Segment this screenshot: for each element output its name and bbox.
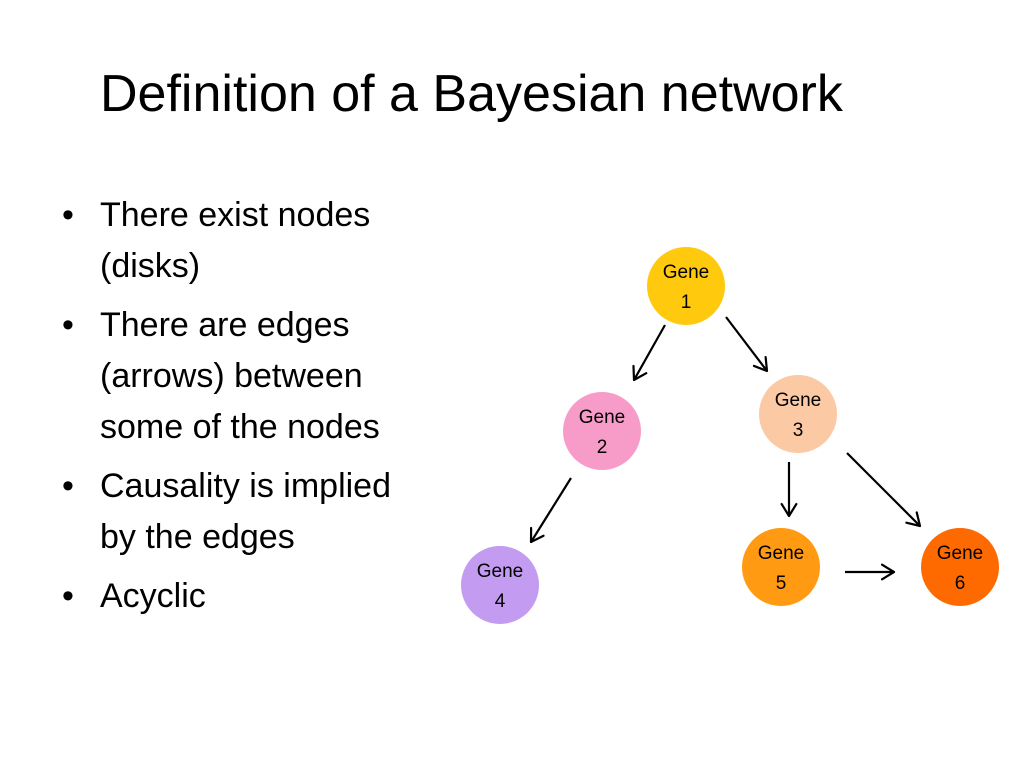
edge-gene3-gene5 — [780, 462, 798, 518]
node-disk — [647, 247, 725, 325]
edge-gene5-gene6 — [845, 563, 896, 581]
node-number: 5 — [776, 573, 787, 594]
node-disk — [921, 528, 999, 606]
node-gene4: Gene 4 — [461, 546, 539, 624]
node-disk — [563, 392, 641, 470]
node-gene1: Gene 1 — [647, 247, 725, 325]
arrowhead-icon — [632, 364, 648, 382]
node-gene3: Gene 3 — [759, 375, 837, 453]
node-gene2: Gene 2 — [563, 392, 641, 470]
slide-title: Definition of a Bayesian network — [100, 65, 843, 123]
bullet-item: • Acyclic — [62, 571, 482, 622]
node-number: 4 — [495, 591, 506, 612]
node-label: Gene — [775, 390, 821, 411]
node-number: 6 — [955, 573, 966, 594]
edge-line — [846, 452, 921, 527]
edge-gene1-gene2 — [632, 324, 666, 382]
bullet-line: There exist nodes — [100, 196, 371, 234]
node-disk — [461, 546, 539, 624]
bullet-line: Acyclic — [100, 577, 206, 615]
node-label: Gene — [663, 262, 709, 283]
bullet-dot-icon: • — [62, 196, 74, 234]
bullet-line: (arrows) between — [100, 357, 363, 395]
bullet-list: • There exist nodes (disks) • There are … — [62, 190, 482, 630]
bullet-line: Causality is implied — [100, 467, 391, 505]
arrowhead-icon — [529, 526, 545, 544]
node-number: 2 — [597, 437, 608, 458]
bullet-item: • Causality is implied by the edges — [62, 461, 482, 563]
node-gene6: Gene 6 — [921, 528, 999, 606]
edge-layer — [529, 316, 922, 581]
node-disk — [759, 375, 837, 453]
node-label: Gene — [758, 543, 804, 564]
edge-gene3-gene6 — [846, 452, 922, 528]
node-label: Gene — [477, 561, 523, 582]
bullet-item: • There exist nodes (disks) — [62, 190, 482, 292]
arrowhead-icon — [752, 355, 769, 373]
bullet-line: by the edges — [100, 518, 295, 556]
bullet-line: some of the nodes — [100, 408, 380, 446]
edge-line — [633, 324, 666, 381]
node-disk — [742, 528, 820, 606]
edge-line — [530, 477, 572, 543]
bullet-dot-icon: • — [62, 306, 74, 344]
bullet-line: There are edges — [100, 306, 350, 344]
node-gene5: Gene 5 — [742, 528, 820, 606]
bullet-dot-icon: • — [62, 577, 74, 615]
edge-gene1-gene3 — [725, 316, 769, 373]
arrowhead-icon — [905, 511, 922, 528]
bullet-item: • There are edges (arrows) between some … — [62, 300, 482, 453]
node-number: 3 — [793, 420, 804, 441]
node-label: Gene — [579, 407, 625, 428]
node-label: Gene — [937, 543, 983, 564]
bullet-line: (disks) — [100, 247, 201, 285]
edge-gene2-gene4 — [529, 477, 572, 544]
arrowhead-icon — [880, 563, 896, 581]
bullet-dot-icon: • — [62, 467, 74, 505]
edge-line — [725, 316, 768, 372]
node-number: 1 — [681, 292, 692, 313]
arrowhead-icon — [780, 502, 798, 518]
